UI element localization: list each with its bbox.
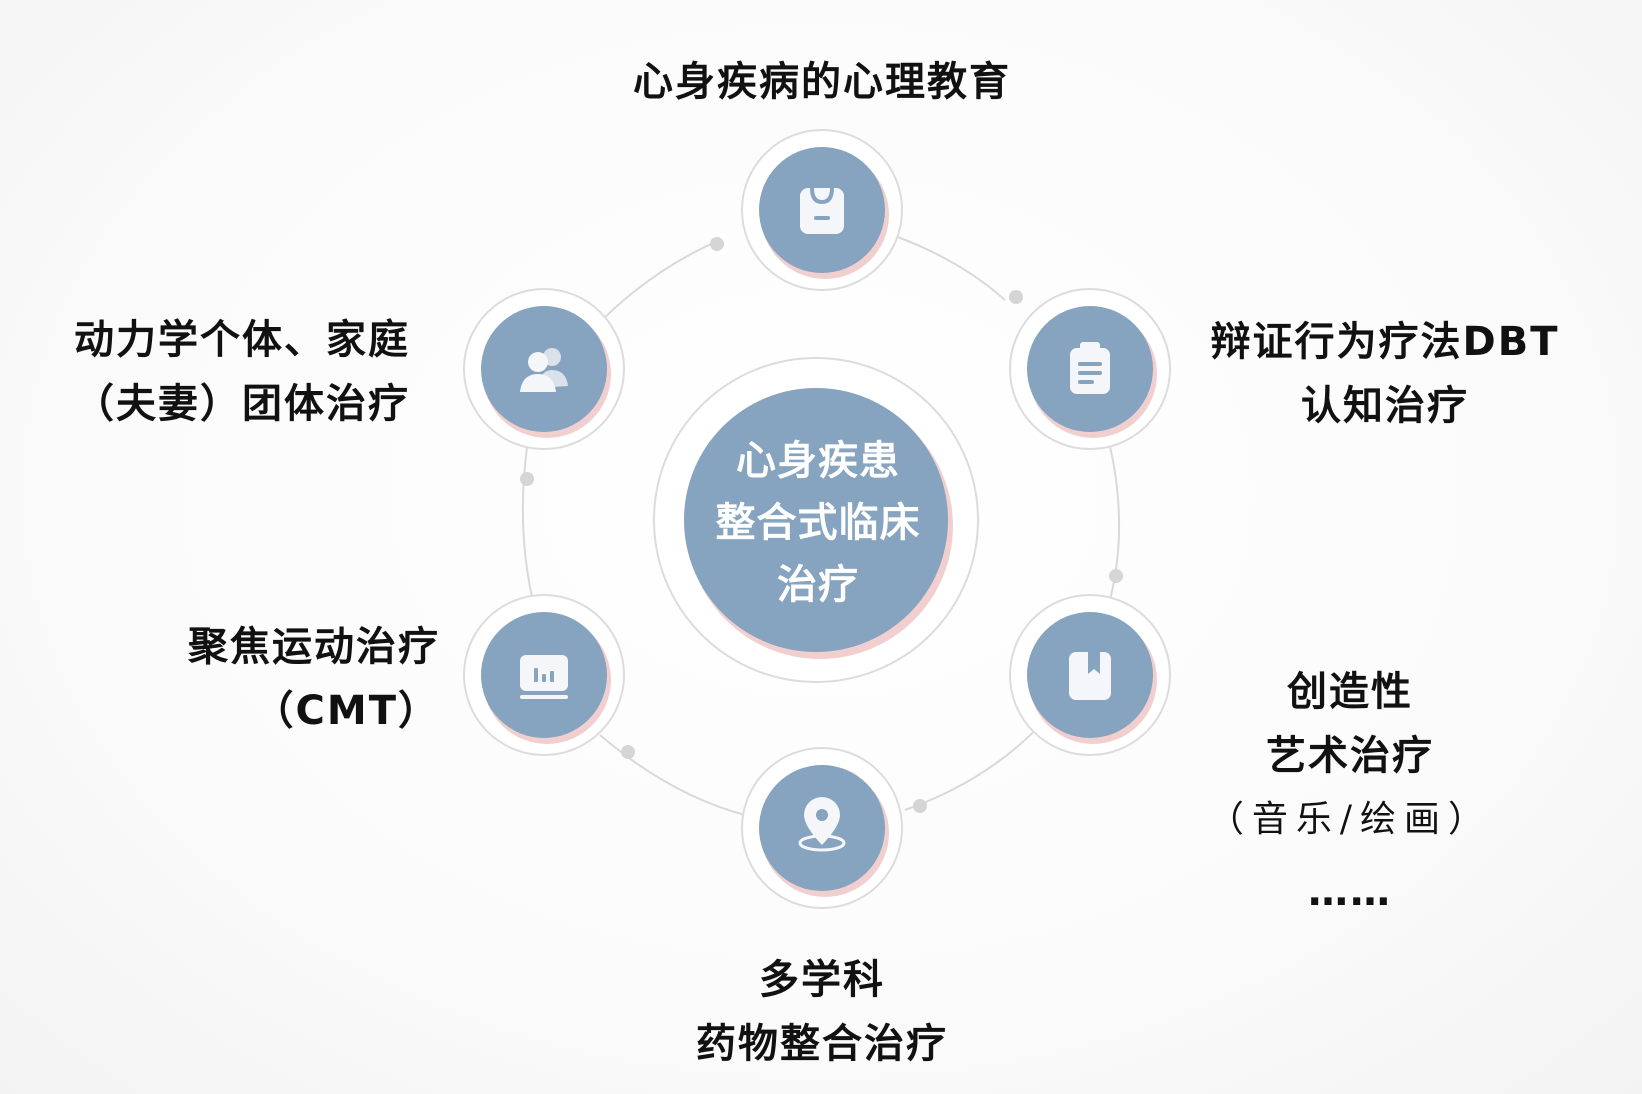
orbit-dot	[520, 472, 534, 486]
label-line: 心身疾病的心理教育	[633, 59, 1011, 105]
orbit-arc-bottom-right-to-bottom	[904, 719, 1046, 811]
orbit-dot	[1109, 569, 1123, 583]
node-bottom-right	[1009, 594, 1171, 756]
node-bottom	[741, 747, 903, 909]
clipboard-icon	[1070, 342, 1110, 394]
node-bottom-left	[463, 594, 625, 756]
book-icon	[1069, 652, 1111, 700]
node-top	[741, 129, 903, 291]
label-bottom: 多学科 药物整合治疗	[652, 948, 992, 1076]
center-title: 心身疾患 整合式临床 治疗	[683, 430, 953, 616]
label-bottom-left: 聚焦运动治疗 （CMT）	[120, 615, 440, 743]
label-line: 药物整合治疗	[696, 1021, 948, 1067]
label-top-left: 动力学个体、家庭 （夫妻）团体治疗	[30, 308, 410, 436]
node-top-left	[463, 288, 625, 450]
center-title-line: 心身疾患	[736, 438, 900, 484]
orbit-dot	[621, 745, 635, 759]
orbit-arc-bottom-left-to-top-left	[521, 439, 536, 611]
orbit-arc-top-left-to-top	[591, 239, 721, 331]
orbit-dot	[1009, 290, 1023, 304]
label-bottom-right: 创造性 艺术治疗 （音乐/绘画） ……	[1200, 660, 1500, 924]
center-title-line: 整合式临床	[715, 500, 921, 546]
label-line: 动力学个体、家庭	[74, 317, 410, 363]
chart-board-icon	[520, 655, 568, 699]
orbit-dots	[520, 237, 1123, 813]
center-title-line: 治疗	[777, 562, 859, 608]
label-note: （音乐/绘画）	[1207, 799, 1493, 840]
node-top-right	[1009, 288, 1171, 450]
bag-icon	[800, 187, 844, 234]
label-line: 艺术治疗	[1266, 733, 1434, 779]
label-top-right: 辩证行为疗法DBT 认知治疗	[1190, 310, 1580, 438]
label-line: （CMT）	[253, 688, 440, 734]
label-line: （夫妻）团体治疗	[74, 381, 410, 427]
label-line: 创造性	[1287, 669, 1413, 715]
orbit-dot	[913, 799, 927, 813]
label-line: 认知治疗	[1301, 383, 1469, 429]
label-line: 多学科	[759, 957, 885, 1003]
users-icon	[520, 348, 568, 392]
orbit-arc-top-to-top-right	[894, 235, 1006, 301]
location-pin-icon	[798, 797, 846, 852]
center-node	[653, 357, 979, 683]
orbit-arc-bottom-to-bottom-left	[599, 734, 746, 816]
label-ellipsis: ……	[1308, 869, 1392, 915]
orbit-dot	[710, 237, 724, 251]
label-line: 辩证行为疗法DBT	[1210, 319, 1560, 365]
label-line: 聚焦运动治疗	[188, 624, 440, 670]
label-top: 心身疾病的心理教育	[612, 50, 1032, 114]
